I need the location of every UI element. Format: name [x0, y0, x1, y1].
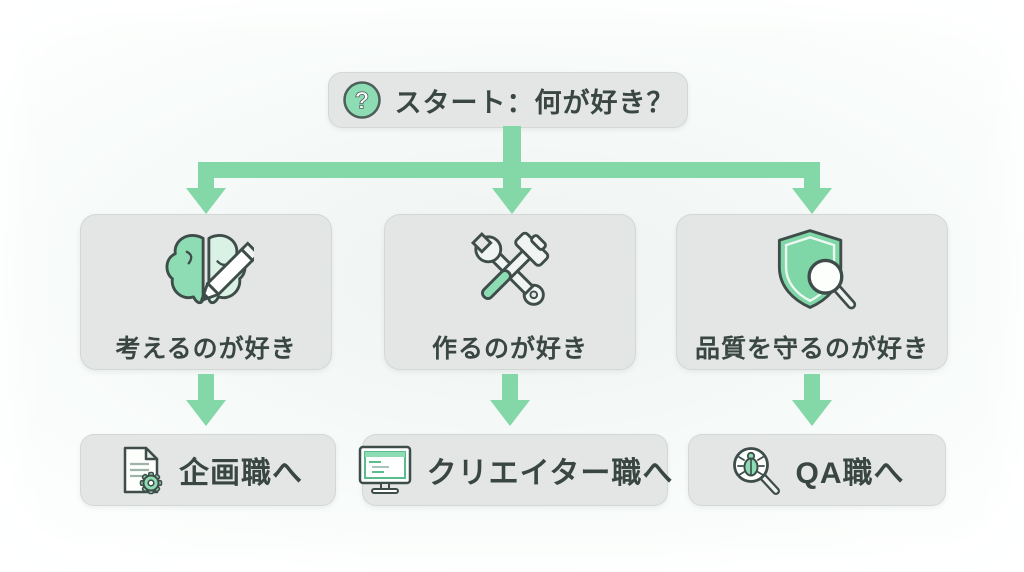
arrowhead-center: [492, 188, 532, 214]
connector-result-center: [502, 374, 518, 402]
branch-node-making: 作るのが好き: [384, 214, 636, 370]
connector-result-right: [804, 374, 820, 402]
branch-label-quality: 品質を守るのが好き: [694, 335, 929, 363]
connector-drop-center: [503, 174, 521, 192]
result-label-creator: クリエイター職へ: [426, 457, 674, 490]
arrowhead-result-right: [792, 400, 832, 426]
branch-label-making: 作るのが好き: [431, 335, 588, 363]
connector-stem-top: [503, 126, 521, 166]
result-node-qa: QA職へ: [688, 434, 946, 506]
branch-node-thinking: 考えるのが好き: [80, 214, 332, 370]
arrowhead-result-left: [186, 400, 226, 426]
connector-horizontal-bar: [198, 162, 820, 178]
branch-label-thinking: 考えるのが好き: [115, 335, 297, 363]
brain-pencil-icon: [158, 223, 254, 319]
result-label-qa: QA職へ: [795, 457, 905, 490]
result-node-creator: クリエイター職へ: [358, 434, 672, 506]
document-gear-icon: [113, 444, 165, 496]
start-node: ? スタート：何が好き？: [328, 72, 688, 128]
arrowhead-right: [792, 188, 832, 214]
svg-text:?: ?: [354, 88, 369, 115]
connector-drop-left: [198, 174, 214, 192]
monitor-code-icon: [357, 444, 413, 496]
connector-drop-right: [804, 174, 820, 192]
branch-node-quality: 品質を守るのが好き: [676, 214, 948, 370]
result-node-planning: 企画職へ: [80, 434, 336, 506]
connector-result-left: [198, 374, 214, 402]
arrowhead-left: [186, 188, 226, 214]
result-label-planning: 企画職へ: [179, 457, 303, 490]
bug-magnifier-icon: [730, 444, 782, 496]
start-label: スタート：何が好き？: [394, 87, 675, 118]
shield-magnifier-icon: [764, 223, 860, 319]
hammer-wrench-icon: [462, 223, 558, 319]
arrowhead-result-center: [490, 400, 530, 426]
question-circle-icon: ?: [342, 80, 382, 120]
